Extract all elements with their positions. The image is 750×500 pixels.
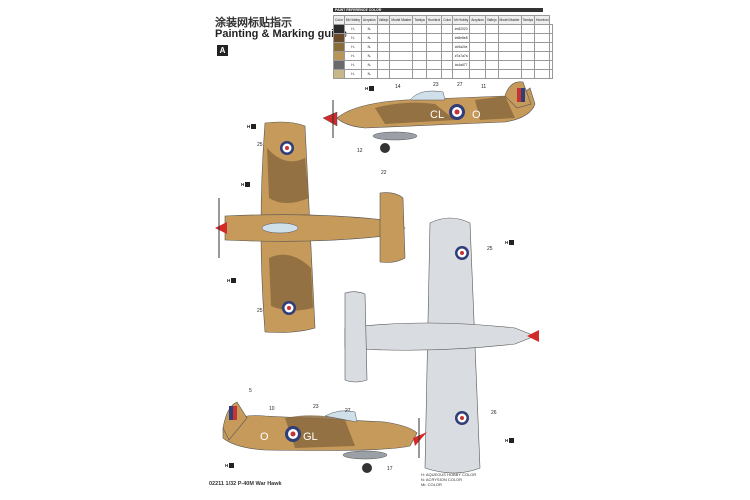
- callout-10: 10: [269, 406, 275, 412]
- code-letter-o-top: O: [472, 109, 481, 121]
- table-cell: [520, 69, 535, 79]
- callout-25b: 25: [257, 308, 263, 314]
- table-cell: [452, 69, 471, 79]
- callout-12: 12: [357, 148, 363, 154]
- callout-5: 5: [249, 388, 252, 394]
- instruction-sheet: 涂装网标贴指示 Painting & Marking guide A PAINT…: [205, 8, 554, 492]
- paint-code-chip: H: [225, 463, 234, 468]
- title-english: Painting & Marking guide: [215, 28, 348, 40]
- table-row: H-N-#d42020: [333, 24, 554, 34]
- note-line-3: Mr. COLOR: [421, 482, 442, 487]
- bottom-view: [344, 217, 539, 474]
- table-cell: H-: [343, 69, 363, 79]
- table-cell: [412, 69, 427, 79]
- table-row: H-N-#7a7a7a: [333, 51, 554, 61]
- table-cell: [425, 69, 443, 79]
- color-notes: H: AQUEOUS HOBBY COLOR N: ACRYSION COLOR…: [421, 472, 476, 487]
- paint-reference-caption: PAINT REFERENCE COLOR: [333, 8, 543, 12]
- paint-code-chip: H: [505, 240, 514, 245]
- callout-11: 11: [481, 84, 487, 90]
- code-letters-cl: CL: [430, 109, 444, 121]
- paint-code-chip: H: [247, 124, 256, 129]
- aircraft-drawings: CL O O GL: [215, 81, 539, 474]
- title-chinese: 涂装网标贴指示: [215, 17, 292, 29]
- code-letter-o-bottom: O: [260, 431, 269, 443]
- callout-17: 17: [387, 466, 393, 472]
- table-cell: [549, 60, 554, 70]
- side-view-bottom: [222, 401, 427, 473]
- note-line-2: N: ACRYSION COLOR: [421, 477, 463, 482]
- table-cell: [549, 33, 554, 43]
- callout-23: 23: [433, 82, 439, 88]
- table-row: H-N-: [333, 69, 554, 79]
- paint-code-chip: H: [365, 86, 374, 91]
- paint-code-chip: H: [241, 182, 250, 187]
- callout-27b: 27: [345, 408, 351, 414]
- table-cell: [549, 69, 554, 79]
- scheme-tag: A: [217, 45, 228, 56]
- table-cell: [549, 51, 554, 61]
- callout-25c: 25: [487, 246, 493, 252]
- paint-code-chip: H: [227, 278, 236, 283]
- table-cell: [469, 69, 486, 79]
- callout-25: 25: [257, 142, 263, 148]
- top-view: [215, 121, 406, 333]
- table-row: H-N-#c9a24e: [333, 42, 554, 52]
- callout-26: 26: [491, 410, 497, 416]
- callout-27: 27: [457, 82, 463, 88]
- paint-code-chip: H: [505, 438, 514, 443]
- callout-14: 14: [395, 84, 401, 90]
- callout-22: 22: [381, 170, 387, 176]
- table-row: H-N-#e8e8e8: [333, 33, 554, 43]
- note-line-1: H: AQUEOUS HOBBY COLOR: [421, 472, 477, 477]
- table-cell: [549, 42, 554, 52]
- table-cell: [533, 69, 551, 79]
- callout-23b: 23: [313, 404, 319, 410]
- kit-footer: 02211 1/32 P-40M War Hawk: [209, 481, 282, 487]
- code-letters-gl: GL: [303, 431, 318, 443]
- side-view-top: [322, 81, 536, 153]
- table-cell: N-: [361, 69, 378, 79]
- table-cell: [549, 24, 554, 34]
